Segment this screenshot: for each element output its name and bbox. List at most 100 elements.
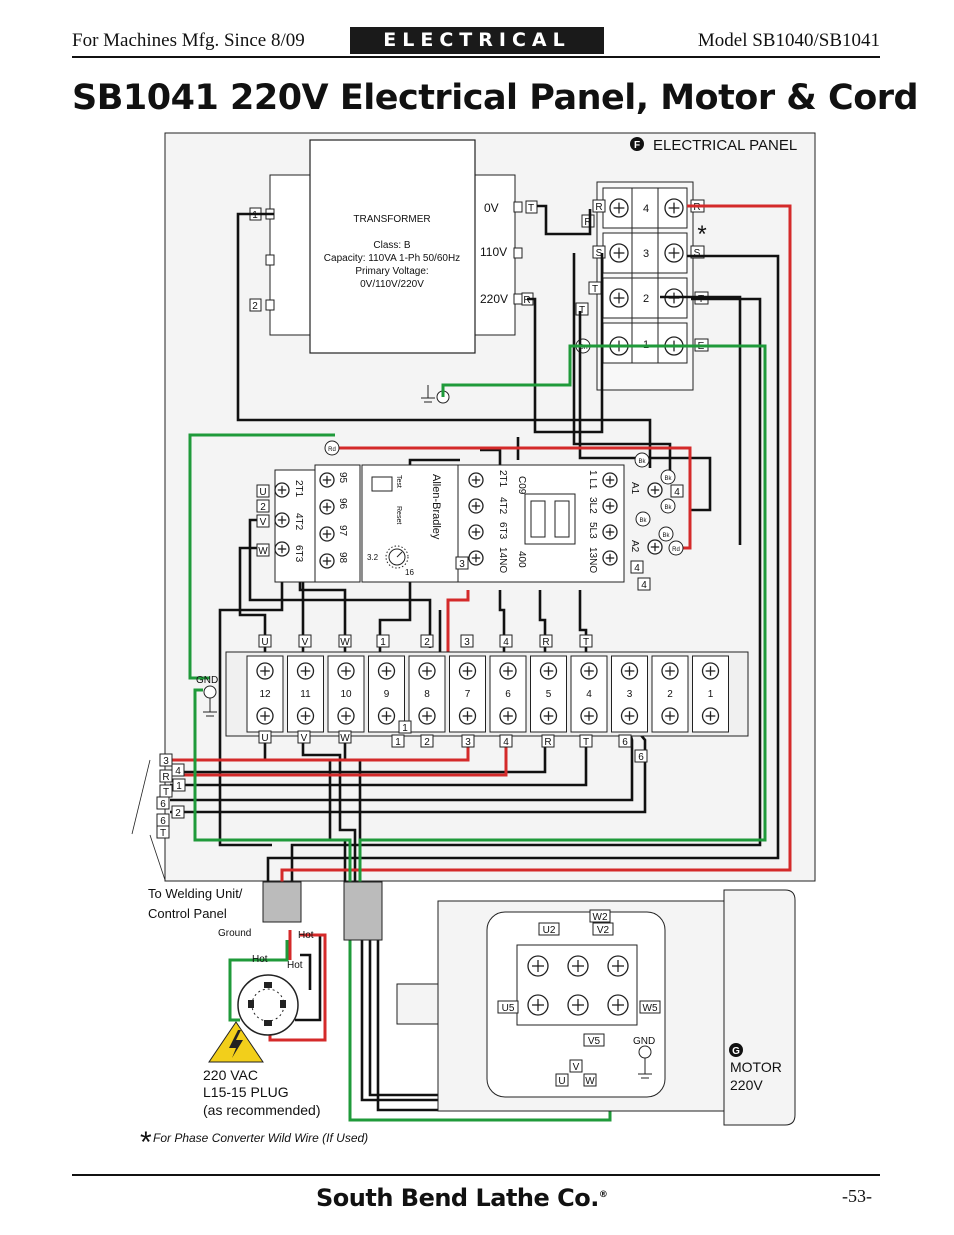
- test-button[interactable]: [371, 476, 393, 492]
- motor-tag-4: W5: [639, 1000, 661, 1014]
- power-block-screw-left-0: [609, 198, 629, 218]
- overload-brand: Allen-Bradley: [430, 474, 442, 540]
- cord-label-2: Control Panel: [148, 906, 227, 921]
- terminal-screw-top-1: [296, 662, 315, 680]
- overload-tag-w: W: [258, 546, 268, 557]
- motor-badge-circle: [729, 1043, 743, 1057]
- terminal-screw-top-8: [580, 662, 598, 680]
- motor-tag-text-6: V: [573, 1062, 580, 1073]
- overload-95: 95: [337, 472, 348, 484]
- cable-tag-2: R: [159, 769, 173, 783]
- terminal-screw-top-3: [377, 662, 396, 680]
- motor-tag-text-5: V5: [588, 1036, 601, 1047]
- terminal-screw-top-5: [458, 662, 477, 680]
- ct-5l3: 5L3: [587, 522, 598, 539]
- transformer-left-2: 2: [252, 301, 258, 312]
- motor-tag-text-0: U2: [543, 925, 556, 936]
- terminal-bottom-tag-2-text: W: [340, 733, 350, 744]
- power-tag-s: S: [694, 248, 701, 259]
- terminal-bottom-tag-0: U: [258, 730, 272, 744]
- overload-screw-top-0: [319, 472, 335, 488]
- contactor-screw-left-2: [468, 524, 484, 540]
- overload-tag-2: 2: [260, 502, 266, 513]
- terminal-bottom-tag-7: 4: [499, 734, 513, 748]
- ct-14no: 14NO: [497, 547, 508, 573]
- section-banner: ELECTRICAL: [350, 27, 604, 54]
- brand-reg: ®: [598, 1190, 608, 1200]
- motor-tag-7: U: [555, 1073, 569, 1087]
- transformer-primary: Primary Voltage:: [355, 266, 428, 277]
- terminal-screw-top-4: [418, 662, 436, 680]
- ct-a2: A2: [629, 540, 640, 553]
- cable-tag-6: 2: [171, 805, 185, 819]
- terminal-screw-bottom-8: [580, 707, 598, 725]
- cable-tag-5: 6: [156, 796, 170, 810]
- ct-a1: A1: [629, 482, 640, 495]
- page-number: -53-: [842, 1186, 872, 1206]
- motor-screw-2: [607, 955, 629, 977]
- contactor-screw-left-3: [468, 550, 484, 566]
- cable-tag-0-text: 3: [163, 756, 169, 767]
- terminal-bottom-tag-4-text: 1: [402, 723, 408, 734]
- transformer-left-1: 1: [252, 210, 258, 221]
- header-right: Model SB1040/SB1041: [697, 30, 880, 51]
- motor-strain-relief: [343, 881, 383, 941]
- contactor-screw-left-1: [468, 498, 484, 514]
- terminal-number-6: 7: [465, 689, 471, 700]
- terminal-number-3: 10: [340, 689, 352, 700]
- terminal-screw-top-6: [499, 662, 517, 680]
- motor-screw-1: [567, 955, 589, 977]
- terminal-bottom-tag-1: V: [297, 730, 311, 744]
- terminal-top-tag-8-text: T: [583, 637, 589, 648]
- wild-wire-star: *: [697, 221, 706, 248]
- motor-badge: G: [732, 1046, 740, 1057]
- plug-label-3: (as recommended): [203, 1102, 321, 1118]
- power-left-tag-r2: R: [584, 217, 591, 228]
- tap-110v: 110V: [480, 245, 507, 259]
- terminal-top-tag-5: 3: [460, 634, 474, 648]
- cable-sheath-lines: [131, 759, 166, 881]
- overload-98: 98: [337, 552, 348, 564]
- plug-label-2: L15-15 PLUG: [203, 1084, 289, 1100]
- terminal-number-2: 11: [300, 689, 311, 700]
- terminal-screw-bottom-7: [539, 707, 558, 725]
- ct-tag-3: 3: [459, 559, 465, 570]
- motor-tag-2: V2: [592, 922, 614, 936]
- ct-tag-4b: 4: [634, 563, 640, 574]
- terminal-strip-cells: [246, 655, 729, 733]
- terminal-screw-top-11: [701, 662, 720, 680]
- terminal-top-tag-7: R: [539, 634, 553, 648]
- terminal-number-9: 4: [586, 689, 592, 700]
- contactor-screw-a2: [647, 539, 663, 555]
- overload-4t2: 4T2: [293, 513, 304, 531]
- contactor-screw-right-2: [602, 524, 618, 540]
- cable-tag-8-text: T: [160, 828, 166, 839]
- motor-tag-1: W2: [589, 909, 611, 923]
- transformer-voltages: 0V/110V/220V: [360, 279, 424, 290]
- terminal-screw-bottom-11: [701, 707, 720, 725]
- overload-screws: [274, 472, 335, 569]
- transformer-title: TRANSFORMER: [353, 214, 430, 225]
- motor-tag-5: V5: [583, 1033, 605, 1047]
- dial-low: 3.2: [367, 553, 379, 562]
- cable-tag-3-text: 1: [176, 781, 182, 792]
- header-rule: [72, 56, 880, 58]
- terminal-screw-bottom-10: [661, 707, 679, 725]
- overload-screw-top-1: [319, 499, 335, 515]
- terminal-number-5: 8: [424, 689, 430, 700]
- terminal-screw-top-9: [620, 662, 639, 680]
- terminal-screw-bottom-0: [256, 707, 274, 725]
- tap-220v: 220V: [480, 292, 508, 306]
- motor-terminal-screws: [527, 955, 629, 1016]
- page-title: SB1041 220V Electrical Panel, Motor & Co…: [72, 78, 919, 118]
- cord-label-1: To Welding Unit/: [148, 886, 243, 901]
- cable-tag-1: 4: [171, 763, 185, 777]
- motor-tag-text-1: W2: [593, 912, 608, 923]
- terminal-screw-bottom-6: [499, 707, 517, 725]
- cable-tag-1-text: 4: [175, 766, 181, 777]
- power-block-num-3: 3: [643, 248, 649, 260]
- tap-tag-r: R: [523, 295, 530, 306]
- overload-tag-v: V: [260, 517, 267, 528]
- contactor-screw-right-3: [602, 550, 618, 566]
